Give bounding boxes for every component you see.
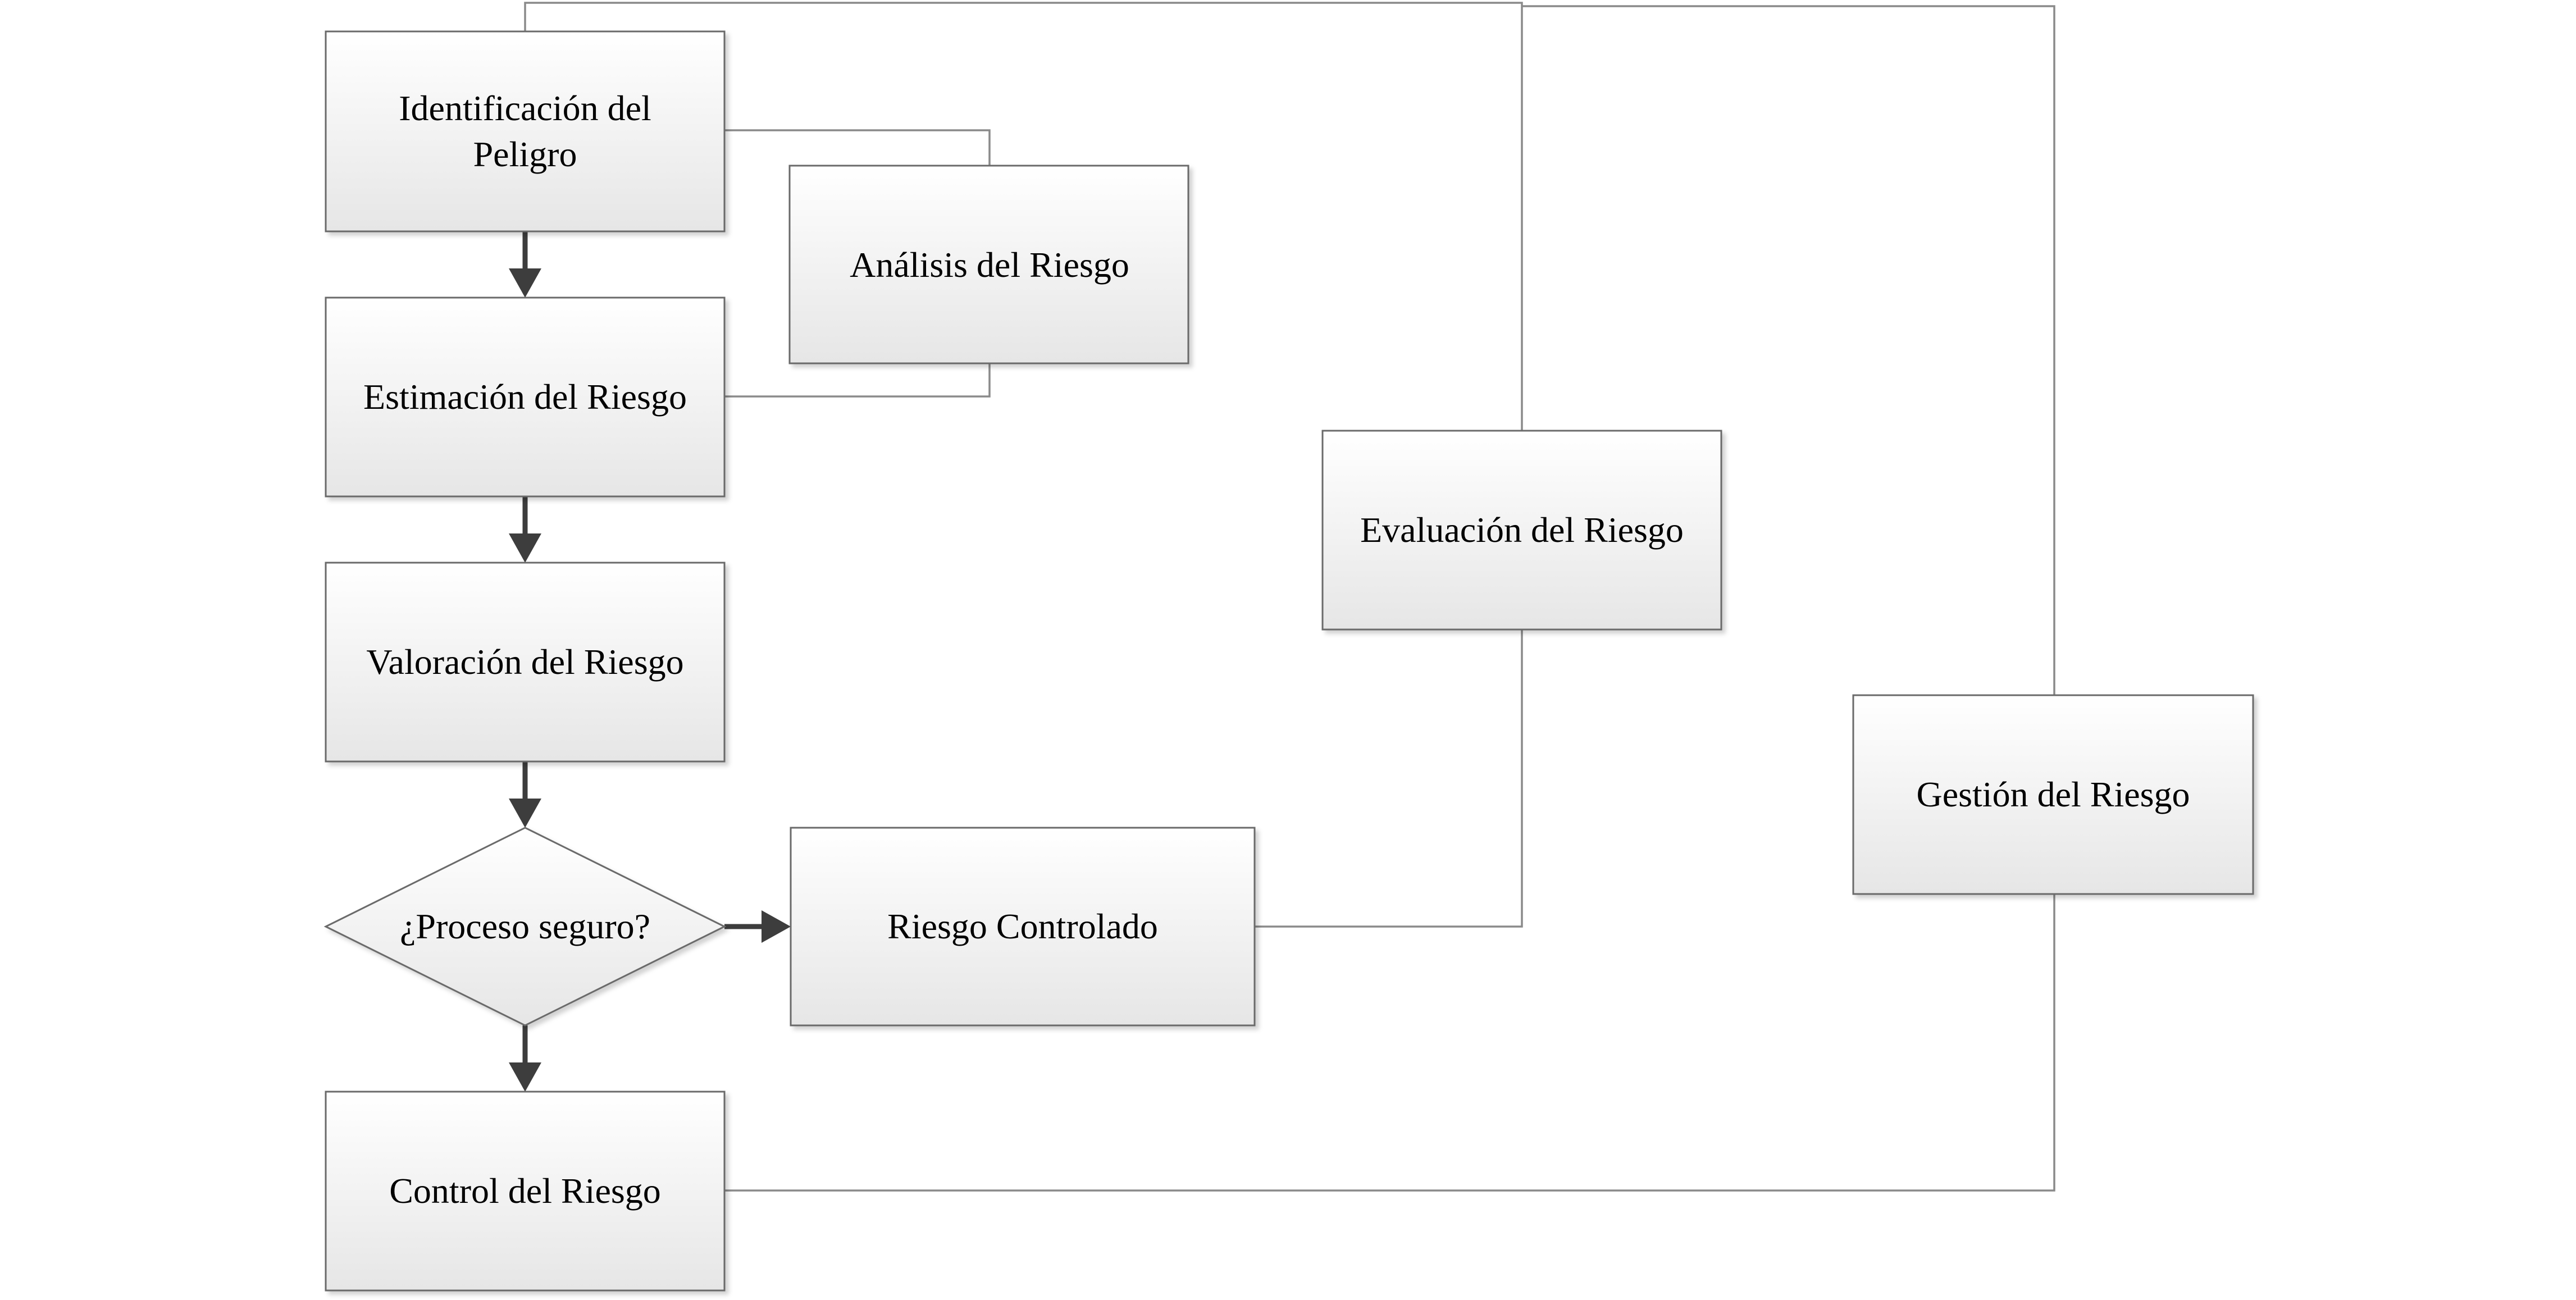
node-decision-label: ¿Proceso seguro?	[400, 906, 650, 946]
arrow-decision-to-control	[509, 1025, 541, 1092]
connector-evaluacion-top	[524, 2, 1523, 431]
connector-gestion-bottom	[724, 894, 2055, 1192]
connector-gestion-top	[1522, 5, 2055, 695]
arrow-valoracion-to-decision	[509, 761, 541, 828]
node-evaluacion-riesgo: Evaluación del Riesgo	[1321, 430, 1722, 631]
node-evaluacion-label: Evaluación del Riesgo	[1360, 510, 1684, 550]
connector-analisis-bottom	[724, 363, 991, 398]
connector-analisis-top	[724, 129, 991, 166]
node-identificacion-label-line1: Identificación del	[399, 88, 651, 128]
arrow-estimacion-to-valoracion	[509, 496, 541, 563]
node-analisis-riesgo: Análisis del Riesgo	[788, 165, 1189, 364]
connector-evaluacion-bottom	[1255, 630, 1523, 928]
node-estimacion-riesgo: Estimación del Riesgo	[325, 297, 726, 498]
node-control-label: Control del Riesgo	[389, 1171, 661, 1211]
node-gestion-label: Gestión del Riesgo	[1916, 774, 2190, 814]
node-analisis-label: Análisis del Riesgo	[850, 245, 1129, 285]
node-control-riesgo: Control del Riesgo	[325, 1091, 726, 1292]
arrow-identificacion-to-estimacion	[509, 231, 541, 298]
node-riesgo-controlado: Riesgo Controlado	[790, 827, 1256, 1027]
node-estimacion-label: Estimación del Riesgo	[363, 377, 687, 417]
arrow-decision-to-controlado	[724, 910, 791, 943]
node-decision-proceso-seguro: ¿Proceso seguro?	[323, 827, 727, 1027]
node-identificacion-peligro: Identificación del Peligro	[325, 30, 726, 232]
node-valoracion-riesgo: Valoración del Riesgo	[325, 562, 726, 763]
node-controlado-label: Riesgo Controlado	[887, 906, 1158, 946]
node-gestion-riesgo: Gestión del Riesgo	[1852, 694, 2254, 895]
node-identificacion-label-line2: Peligro	[473, 134, 577, 174]
node-valoracion-label: Valoración del Riesgo	[366, 642, 683, 682]
